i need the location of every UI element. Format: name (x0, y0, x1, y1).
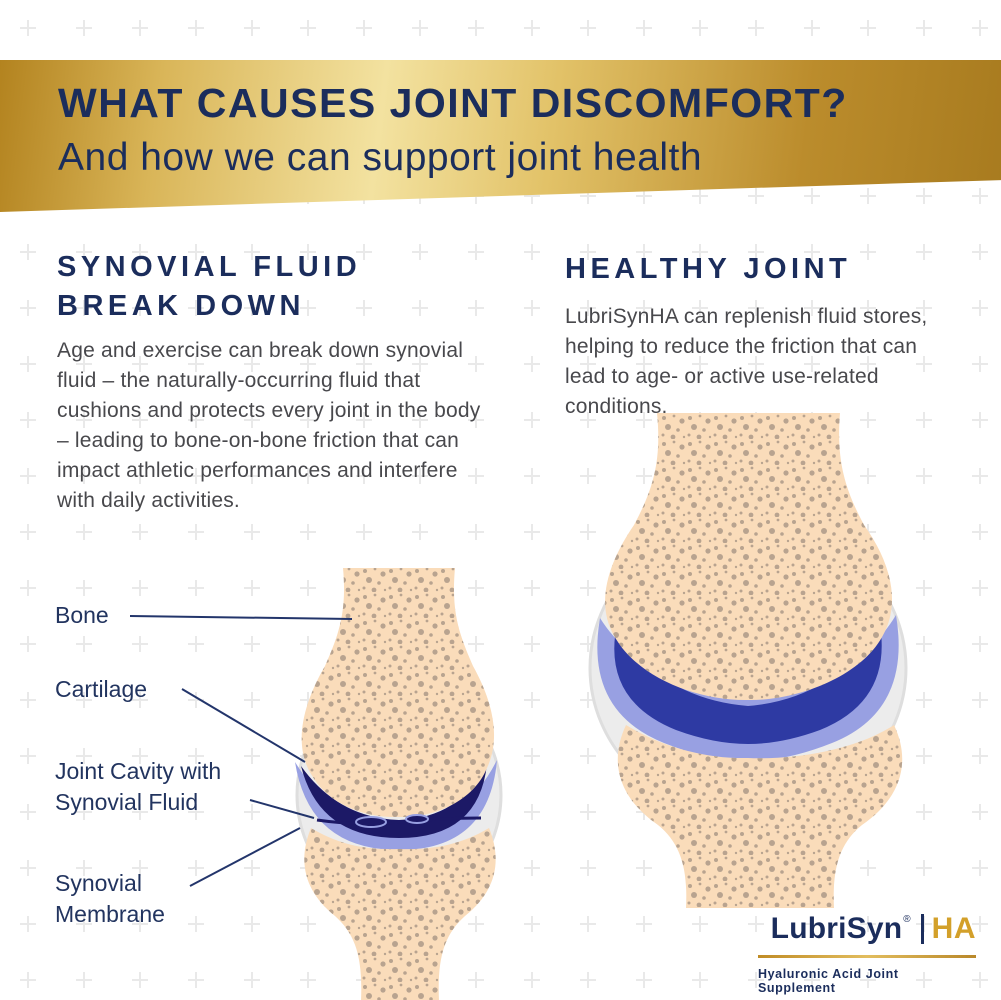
label-synovial-membrane: Synovial Membrane (55, 870, 165, 927)
logo-suffix: HA (931, 912, 976, 945)
unhealthy-joint-diagram (295, 568, 503, 1000)
logo: LubriSyn ® HA Hyaluronic Acid Joint Supp… (758, 912, 976, 995)
banner-title: WHAT CAUSES JOINT DISCOMFORT? (58, 80, 848, 126)
label-bone: Bone (55, 602, 109, 628)
contact-line (316, 816, 482, 826)
label-joint-cavity: Joint Cavity with Synovial Fluid (55, 758, 222, 815)
logo-tagline: Hyaluronic Acid Joint Supplement (758, 967, 899, 995)
label-cartilage: Cartilage (55, 676, 148, 702)
registered-mark: ® (903, 914, 911, 925)
fluid-pocket (355, 816, 387, 828)
breakdown-body: Age and exercise can break down synovial… (57, 339, 481, 512)
fluid-pocket (405, 814, 429, 824)
healthy-joint-diagram (588, 413, 908, 908)
healthy-heading: HEALTHY JOINT (565, 253, 852, 285)
banner-subtitle: And how we can support joint health (58, 136, 703, 179)
logo-row: LubriSyn ® HA (758, 912, 976, 946)
logo-divider (920, 914, 924, 944)
healthy-body: LubriSynHA can replenish fluid stores, h… (565, 305, 928, 418)
logo-brand: LubriSyn (770, 912, 903, 945)
synovial-fluid (614, 625, 882, 744)
logo-gold-rule (758, 955, 976, 958)
breakdown-heading: SYNOVIAL FLUID BREAK DOWN (57, 248, 361, 326)
breakdown-heading-line1: SYNOVIAL FLUID (57, 251, 362, 283)
breakdown-heading-line2: BREAK DOWN (57, 290, 305, 322)
